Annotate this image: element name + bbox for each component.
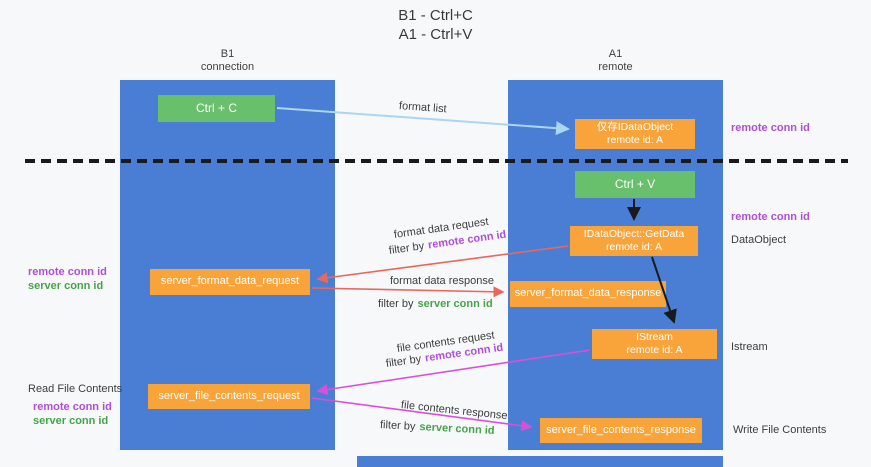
node-ctrl-v-label: Ctrl + V bbox=[614, 177, 656, 191]
filter-by-text: filter by bbox=[385, 353, 422, 370]
side-label-remote-conn-id-top: remote conn id bbox=[731, 122, 810, 134]
node-server-format-data-response: server_format_data_response bbox=[510, 281, 666, 307]
lane-header-b1: B1 connection bbox=[120, 48, 335, 74]
node-proxy-idataobject-line2: remote id: A bbox=[606, 134, 664, 146]
lane-b1-name: B1 bbox=[220, 48, 235, 60]
side-label-remote-conn-id-left-2: remote conn id bbox=[33, 401, 112, 413]
label-file-contents-response: file contents response bbox=[400, 399, 509, 423]
filter-by-text: filter by bbox=[388, 240, 425, 257]
side-label-server-conn-id-left-1: server conn id bbox=[28, 280, 104, 292]
node-server-file-contents-request: server_file_contents_request bbox=[148, 384, 310, 409]
node-proxy-idataobject: 仅存IDataObject remote id: A bbox=[575, 119, 695, 149]
server-conn-id-text: server conn id bbox=[417, 298, 493, 310]
node-istream: IStream remote id: A bbox=[592, 329, 717, 359]
lane-header-a1: A1 remote bbox=[508, 48, 723, 74]
lane-a1-subtitle: remote bbox=[598, 61, 633, 73]
arrow-format-data-response bbox=[311, 286, 505, 298]
side-label-read-file-contents: Read File Contents bbox=[28, 383, 123, 395]
side-label-remote-conn-id-mid: remote conn id bbox=[731, 211, 810, 223]
node-file-response-label: server_file_contents_response bbox=[546, 423, 696, 436]
diagram-title: B1 - Ctrl+C A1 - Ctrl+V bbox=[0, 6, 871, 44]
node-istream-line1: IStream bbox=[636, 330, 673, 343]
server-conn-id-text: server conn id bbox=[419, 421, 495, 437]
label-format-data-response: format data response bbox=[390, 275, 494, 287]
lane-b1-subtitle: connection bbox=[200, 61, 255, 73]
node-idataobject-getdata: IDataObject::GetData remote id: A bbox=[570, 226, 698, 256]
bottom-blue-bar bbox=[357, 456, 723, 467]
node-proxy-idataobject-line1: 仅存IDataObject bbox=[596, 120, 674, 133]
node-ctrl-c-label: Ctrl + C bbox=[195, 101, 237, 115]
side-label-istream: Istream bbox=[731, 341, 768, 353]
node-ctrl-c: Ctrl + C bbox=[158, 95, 275, 122]
node-getdata-line2: remote id: A bbox=[605, 241, 663, 253]
title-line-2: A1 - Ctrl+V bbox=[398, 26, 473, 43]
side-label-server-conn-id-left-2: server conn id bbox=[33, 415, 109, 427]
side-label-remote-conn-id-left-1: remote conn id bbox=[28, 266, 107, 278]
node-server-format-data-request: server_format_data_request bbox=[150, 269, 310, 295]
node-file-request-label: server_file_contents_request bbox=[158, 389, 300, 402]
node-format-request-label: server_format_data_request bbox=[160, 275, 300, 288]
lane-a1-name: A1 bbox=[608, 48, 623, 60]
filter-by-text: filter by bbox=[378, 298, 414, 310]
side-label-dataobject: DataObject bbox=[731, 234, 787, 246]
node-istream-line2: remote id: A bbox=[626, 344, 683, 356]
node-ctrl-v: Ctrl + V bbox=[575, 171, 695, 198]
label-format-list: format list bbox=[398, 100, 447, 116]
node-format-response-label: server_format_data_response bbox=[514, 287, 662, 300]
node-getdata-line1: IDataObject::GetData bbox=[583, 227, 685, 240]
side-label-write-file-contents: Write File Contents bbox=[733, 424, 827, 436]
filter-by-text: filter by bbox=[379, 419, 416, 433]
node-server-file-contents-response: server_file_contents_response bbox=[540, 418, 702, 443]
title-line-1: B1 - Ctrl+C bbox=[398, 7, 473, 24]
